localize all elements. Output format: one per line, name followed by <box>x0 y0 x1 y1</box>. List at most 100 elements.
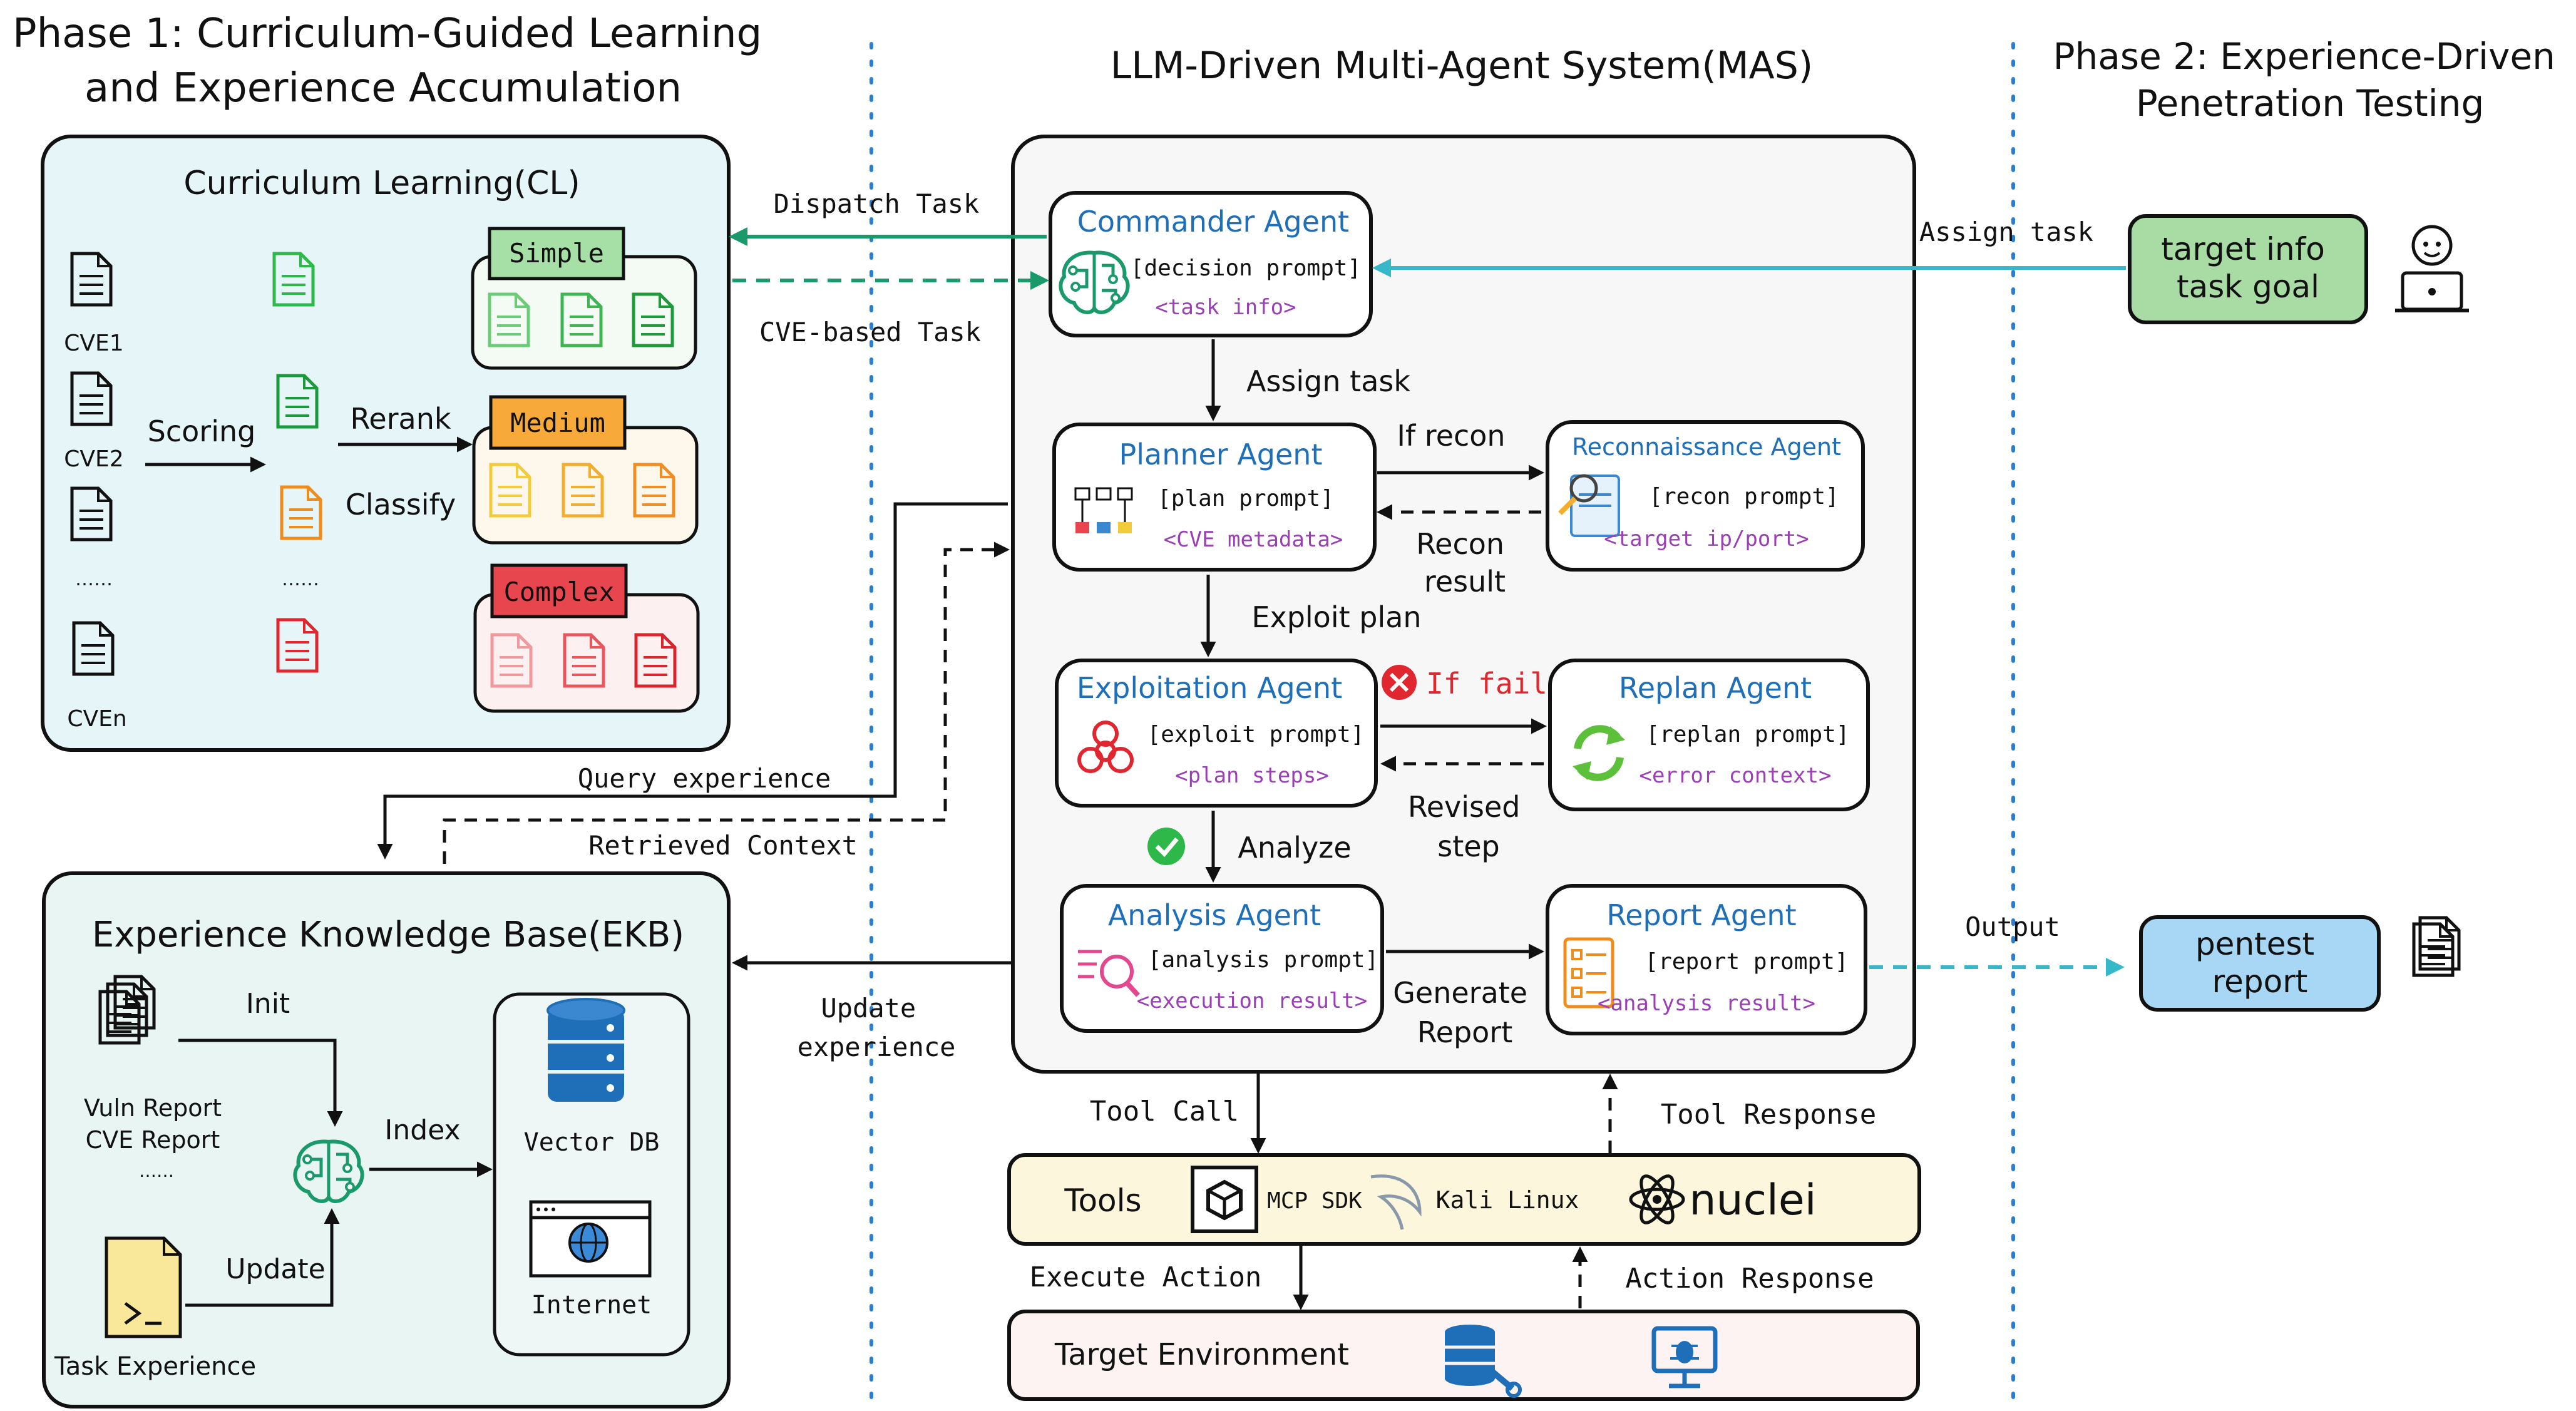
exploit-agent-name: Exploitation Agent <box>1077 671 1342 705</box>
revised-step-label: Revised step <box>1408 790 1529 863</box>
analysis-agent-prompt: [analysis prompt] <box>1148 947 1378 973</box>
replan-agent-name: Replan Agent <box>1619 671 1812 705</box>
if-fail-label: If fail <box>1426 667 1547 700</box>
report-agent-name: Report Agent <box>1606 898 1796 932</box>
assign-task-right-label: Assign task <box>1919 217 2093 247</box>
update-label: Update <box>225 1253 325 1285</box>
tool-response-label: Tool Response <box>1661 1099 1876 1131</box>
recon-agent-card: Reconnaissance Agent [recon prompt] <tar… <box>1546 420 1865 572</box>
init-label: Init <box>246 988 290 1020</box>
classify-label: Classify <box>346 488 456 521</box>
revised-step-line1: Revised <box>1408 790 1521 824</box>
commander-agent-prompt: [decision prompt] <box>1131 255 1361 281</box>
generate-report-label: Generate Report <box>1393 976 1536 1049</box>
update-arrow <box>185 1208 340 1307</box>
mas-container <box>1011 135 1916 1074</box>
curriculum-learning-panel: Curriculum Learning(CL) CVE1 CVE2 …… CVE… <box>41 135 731 752</box>
exploit-agent-input: <plan steps> <box>1175 763 1329 788</box>
query-experience-label: Query experience <box>578 763 831 794</box>
complex-level-badge <box>490 563 628 618</box>
task-experience-scroll-icon <box>105 1236 182 1338</box>
vector-db-label: Vector DB <box>524 1128 660 1157</box>
task-experience-label: Task Experience <box>54 1352 256 1381</box>
exploit-plan-label: Exploit plan <box>1251 600 1421 634</box>
if-recon-label: If recon <box>1397 419 1505 453</box>
init-arrow <box>178 1039 343 1127</box>
phase1-title-line1: Phase 1: Curriculum-Guided Learning <box>13 11 762 57</box>
bug-monitor-icon <box>1651 1326 1718 1388</box>
update-experience-label: Update experience <box>798 993 956 1062</box>
planner-agent-prompt: [plan prompt] <box>1157 486 1334 511</box>
exploit-biohazard-icon <box>1077 721 1134 773</box>
simple-level-badge <box>488 227 625 280</box>
recon-result-line2: result <box>1424 565 1506 598</box>
report-agent-prompt: [report prompt] <box>1645 949 1848 975</box>
vector-db-icon <box>547 998 625 1102</box>
target-info-box <box>2128 214 2368 324</box>
generate-report-line1: Generate <box>1393 976 1527 1010</box>
vuln-report-line1: Vuln Report <box>84 1094 222 1122</box>
mcp-sdk-icon <box>1191 1166 1258 1233</box>
replan-agent-input: <error context> <box>1639 763 1831 788</box>
query-experience-arrow <box>377 502 1008 859</box>
mcp-sdk-label: MCP SDK <box>1267 1188 1362 1214</box>
cve-based-task-label: CVE-based Task <box>759 317 981 347</box>
phase2-title-line2: Penetration Testing <box>2136 82 2485 125</box>
vuln-report-line2: CVE Report <box>86 1126 220 1154</box>
tool-call-label: Tool Call <box>1090 1095 1239 1127</box>
index-label: Index <box>384 1114 460 1146</box>
kali-dragon-icon <box>1370 1174 1422 1230</box>
report-agent-input: <analysis result> <box>1598 991 1815 1016</box>
recon-magnifier-icon <box>1558 474 1620 537</box>
replan-agent-card: Replan Agent [replan prompt] <error cont… <box>1548 659 1870 811</box>
complex-level-label: Complex <box>503 577 614 607</box>
commander-agent-card: Commander Agent [decision prompt] <task … <box>1049 191 1373 337</box>
analysis-search-icon <box>1078 950 1140 997</box>
medium-level-badge <box>489 395 627 450</box>
recon-result-line1: Recon <box>1416 527 1504 561</box>
planner-agent-name: Planner Agent <box>1119 438 1322 471</box>
target-environment-label: Target Environment <box>1054 1337 1349 1372</box>
retrieved-context-label: Retrieved Context <box>588 830 858 861</box>
user-laptop-icon <box>2395 225 2469 312</box>
phase2-title: Phase 2: Experience-Driven Penetration T… <box>2053 35 2567 125</box>
mas-title: LLM-Driven Multi-Agent System(MAS) <box>1111 44 1813 88</box>
db-wrench-icon <box>1445 1325 1522 1398</box>
target-info-label: target info task goal <box>2161 231 2335 305</box>
planner-agent-input: <CVE metadata> <box>1164 527 1343 552</box>
pentest-report-box <box>2139 915 2381 1012</box>
mid-dots-label: …… <box>282 568 319 590</box>
planner-agent-card: Planner Agent [plan prompt] <CVE metadat… <box>1052 423 1377 572</box>
action-response-label: Action Response <box>1625 1263 1874 1295</box>
phase2-title-line1: Phase 2: Experience-Driven <box>2053 35 2555 78</box>
recon-agent-name: Reconnaissance Agent <box>1572 433 1841 461</box>
replan-refresh-icon <box>1573 725 1625 781</box>
dispatch-task-label: Dispatch Task <box>774 188 980 219</box>
phase1-title: Phase 1: Curriculum-Guided Learning and … <box>13 11 775 111</box>
retrieved-context-arrow <box>443 541 1010 864</box>
task-goal-line2: task goal <box>2177 269 2319 305</box>
recon-agent-input: <target ip/port> <box>1604 526 1809 552</box>
exploit-agent-prompt: [exploit prompt] <box>1147 722 1365 747</box>
nuclei-label: nuclei <box>1689 1176 1816 1225</box>
internet-browser-icon <box>529 1200 652 1278</box>
commander-agent-input: <task info> <box>1155 295 1296 320</box>
medium-level-label: Medium <box>510 408 605 438</box>
nuclei-atom-icon <box>1629 1174 1685 1224</box>
exploit-agent-card: Exploitation Agent [exploit prompt] <pla… <box>1055 659 1378 808</box>
cve1-label: CVE1 <box>64 331 123 356</box>
generate-report-line2: Report <box>1417 1015 1513 1049</box>
report-agent-card: Report Agent [report prompt] <analysis r… <box>1546 884 1867 1035</box>
revised-step-line2: step <box>1437 829 1500 863</box>
ekb-title: Experience Knowledge Base(EKB) <box>92 915 684 955</box>
output-label: Output <box>1965 911 2060 942</box>
target-info-line1: target info <box>2161 231 2325 267</box>
tools-label: Tools <box>1064 1183 1141 1219</box>
cve2-label: CVE2 <box>64 446 123 472</box>
ekb-panel: Experience Knowledge Base(EKB) Vuln Repo… <box>42 871 731 1408</box>
cl-title: Curriculum Learning(CL) <box>183 165 580 202</box>
execute-action-label: Execute Action <box>1030 1261 1262 1293</box>
report-checklist-icon <box>1563 937 1614 1008</box>
phase1-title-line2: and Experience Accumulation <box>85 65 682 111</box>
update-experience-line2: experience <box>798 1032 956 1062</box>
